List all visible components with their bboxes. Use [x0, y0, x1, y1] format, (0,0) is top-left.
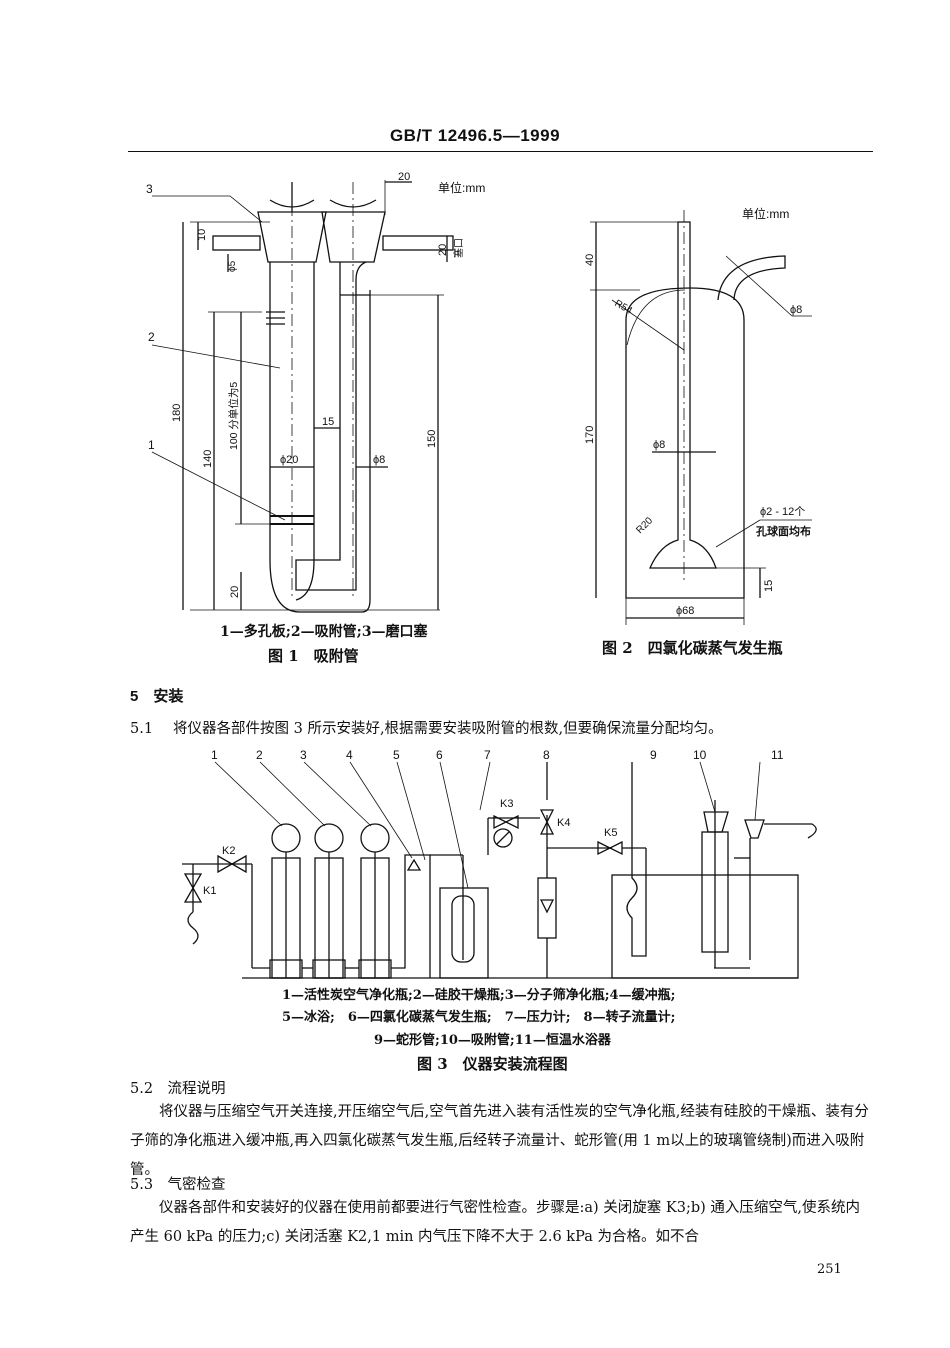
fig1-callout-1: 1: [148, 438, 155, 452]
fig1-dim-10: 10: [196, 229, 208, 241]
fig2-unit: 单位:mm: [742, 206, 789, 221]
fig3-callout-1: 1: [211, 748, 218, 762]
figure-3-drawing: [182, 761, 817, 979]
fig3-callout-5: 5: [393, 748, 400, 762]
fig3-valve-k4: K4: [557, 817, 570, 829]
standard-header: GB/T 12496.5—1999: [389, 126, 561, 145]
fig3-caption: 图 3 仪器安装流程图: [417, 1055, 568, 1073]
fig3-callout-3: 3: [300, 748, 307, 762]
fig1-dim-phi20: ϕ20: [280, 454, 298, 466]
figure-1-drawing: [151, 180, 454, 613]
fig3-legend-line2: 5—冰浴; 6—四氯化碳蒸气发生瓶; 7—压力计; 8—转子流量计;: [282, 1010, 676, 1025]
section-5-1-text: 将仪器各部件按图 3 所示安装好,根据需要安装吸附管的根数,但要确保流量分配均匀…: [173, 721, 723, 737]
fig2-dim-40: 40: [584, 254, 596, 266]
fig3-legend-line3: 9—蛇形管;10—吸附管;11—恒温水浴器: [374, 1033, 611, 1048]
section-5-2-title: 5.2 流程说明: [130, 1081, 226, 1097]
fig3-valve-k3: K3: [500, 798, 513, 810]
fig3-callout-11: 11: [771, 748, 784, 762]
fig3-valve-k1: K1: [203, 885, 216, 897]
fig1-stopper-mark: 塞口: [452, 238, 465, 258]
section-5-2-paragraph: 将仪器与压缩空气开关连接,开压缩空气后,空气首先进入装有活性炭的空气净化瓶,经装…: [130, 1104, 869, 1178]
fig1-callout-2: 2: [148, 330, 155, 344]
section-5-title: 5 安装: [130, 688, 184, 705]
section-5-3-title: 5.3 气密检查: [130, 1177, 226, 1193]
fig3-valve-k2: K2: [222, 845, 235, 857]
fig1-dim-phi5: ϕ5: [227, 260, 238, 272]
fig1-unit: 单位:mm: [438, 180, 485, 195]
section-5-3-paragraph: 仪器各部件和安装好的仪器在使用前都要进行气密性检查。步骤是:a) 关闭旋塞 K3…: [130, 1200, 861, 1245]
fig2-dim-phi8-side: ϕ8: [790, 304, 802, 316]
fig2-dim-170: 170: [584, 426, 596, 444]
fig2-dim-15: 15: [763, 580, 775, 592]
header-rule: [128, 151, 873, 152]
fig2-dim-r54: R54: [613, 298, 635, 317]
fig1-legend: 1—多孔板;2—吸附管;3—磨口塞: [220, 624, 428, 640]
fig2-dim-r20: R20: [634, 515, 655, 536]
fig1-dim-15: 15: [322, 416, 334, 428]
fig2-holes-desc: 孔球面均布: [756, 524, 811, 538]
fig3-callout-7: 7: [484, 748, 491, 762]
fig1-dim-100: 100 分单位为5: [227, 382, 240, 450]
fig3-valve-k5: K5: [604, 827, 617, 839]
fig2-dim-phi8-tube: ϕ8: [653, 439, 665, 451]
fig1-dim-140: 140: [202, 450, 214, 468]
fig1-dim-20d: 20: [229, 586, 241, 598]
fig2-dim-phi68: ϕ68: [676, 605, 694, 617]
section-5-2-body: 将仪器与压缩空气开关连接,开压缩空气后,空气首先进入装有活性炭的空气净化瓶,经装…: [130, 1098, 870, 1185]
fig2-caption: 图 2 四氯化碳蒸气发生瓶: [602, 639, 783, 657]
fig3-callout-9: 9: [650, 748, 657, 762]
fig1-dim-phi8: ϕ8: [373, 454, 385, 466]
fig3-legend-line1: 1—活性炭空气净化瓶;2—硅胶干燥瓶;3—分子筛净化瓶;4—缓冲瓶;: [282, 988, 676, 1003]
fig3-callout-8: 8: [543, 748, 550, 762]
fig3-callout-2: 2: [256, 748, 263, 762]
fig3-callout-6: 6: [436, 748, 443, 762]
section-5-1-number: 5.1: [130, 721, 154, 737]
fig2-holes: ϕ2 - 12个: [760, 505, 805, 518]
fig1-callout-3: 3: [146, 182, 153, 196]
figure-2-drawing: [590, 210, 812, 625]
fig1-dim-20b: 20: [437, 244, 449, 256]
fig1-dim-20: 20: [398, 171, 410, 183]
section-5-3-body: 仪器各部件和安装好的仪器在使用前都要进行气密性检查。步骤是:a) 关闭旋塞 K3…: [130, 1194, 870, 1252]
fig1-dim-180: 180: [171, 404, 183, 422]
fig1-caption: 图 1 吸附管: [268, 647, 359, 665]
fig1-dim-150: 150: [426, 430, 438, 448]
fig3-callout-10: 10: [693, 748, 707, 762]
page-number: 251: [817, 1262, 842, 1277]
fig3-callout-4: 4: [346, 748, 353, 762]
